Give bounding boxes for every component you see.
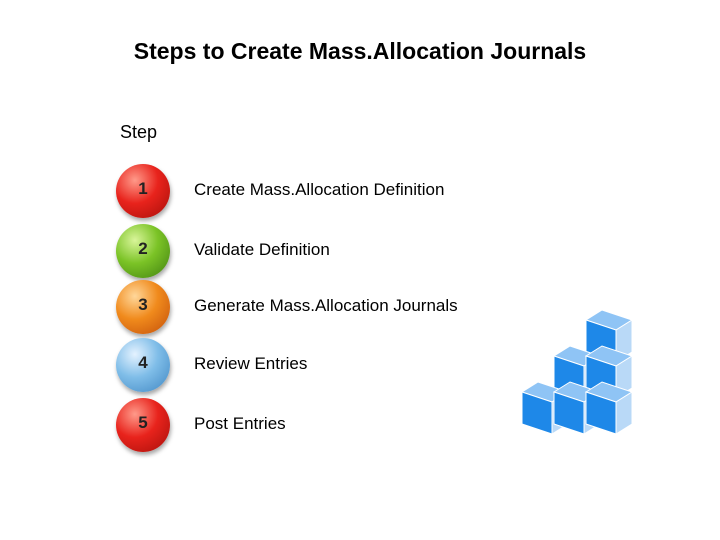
page-title: Steps to Create Mass.Allocation Journals	[133, 38, 587, 64]
step-4-ball-icon: 4	[116, 338, 170, 392]
step-1-label: Create Mass.Allocation Definition	[194, 180, 445, 199]
step-2-ball-icon: 2	[116, 224, 170, 278]
step-item-3: 3 Generate Mass.Allocation Journals	[0, 280, 720, 340]
step-1-ball-icon: 1	[116, 164, 170, 218]
step-3-number: 3	[138, 295, 148, 314]
step-5-label: Post Entries	[194, 414, 286, 433]
step-4-number: 4	[138, 353, 148, 372]
step-item-1: 1 Create Mass.Allocation Definition	[0, 164, 720, 224]
blue-cube-staircase-icon	[521, 310, 633, 435]
step-5-number: 5	[138, 413, 148, 432]
step-column-heading: Step	[120, 122, 158, 142]
step-item-4: 4 Review Entries	[0, 338, 720, 398]
step-4-label: Review Entries	[194, 354, 308, 373]
step-5-ball-icon: 5	[116, 398, 170, 452]
step-2-number: 2	[138, 239, 148, 258]
step-2-label: Validate Definition	[194, 240, 330, 259]
step-item-2: 2 Validate Definition	[0, 224, 720, 284]
step-3-ball-icon: 3	[116, 280, 170, 334]
step-3-label: Generate Mass.Allocation Journals	[194, 296, 458, 315]
step-item-5: 5 Post Entries	[0, 398, 720, 458]
step-1-number: 1	[138, 179, 148, 198]
